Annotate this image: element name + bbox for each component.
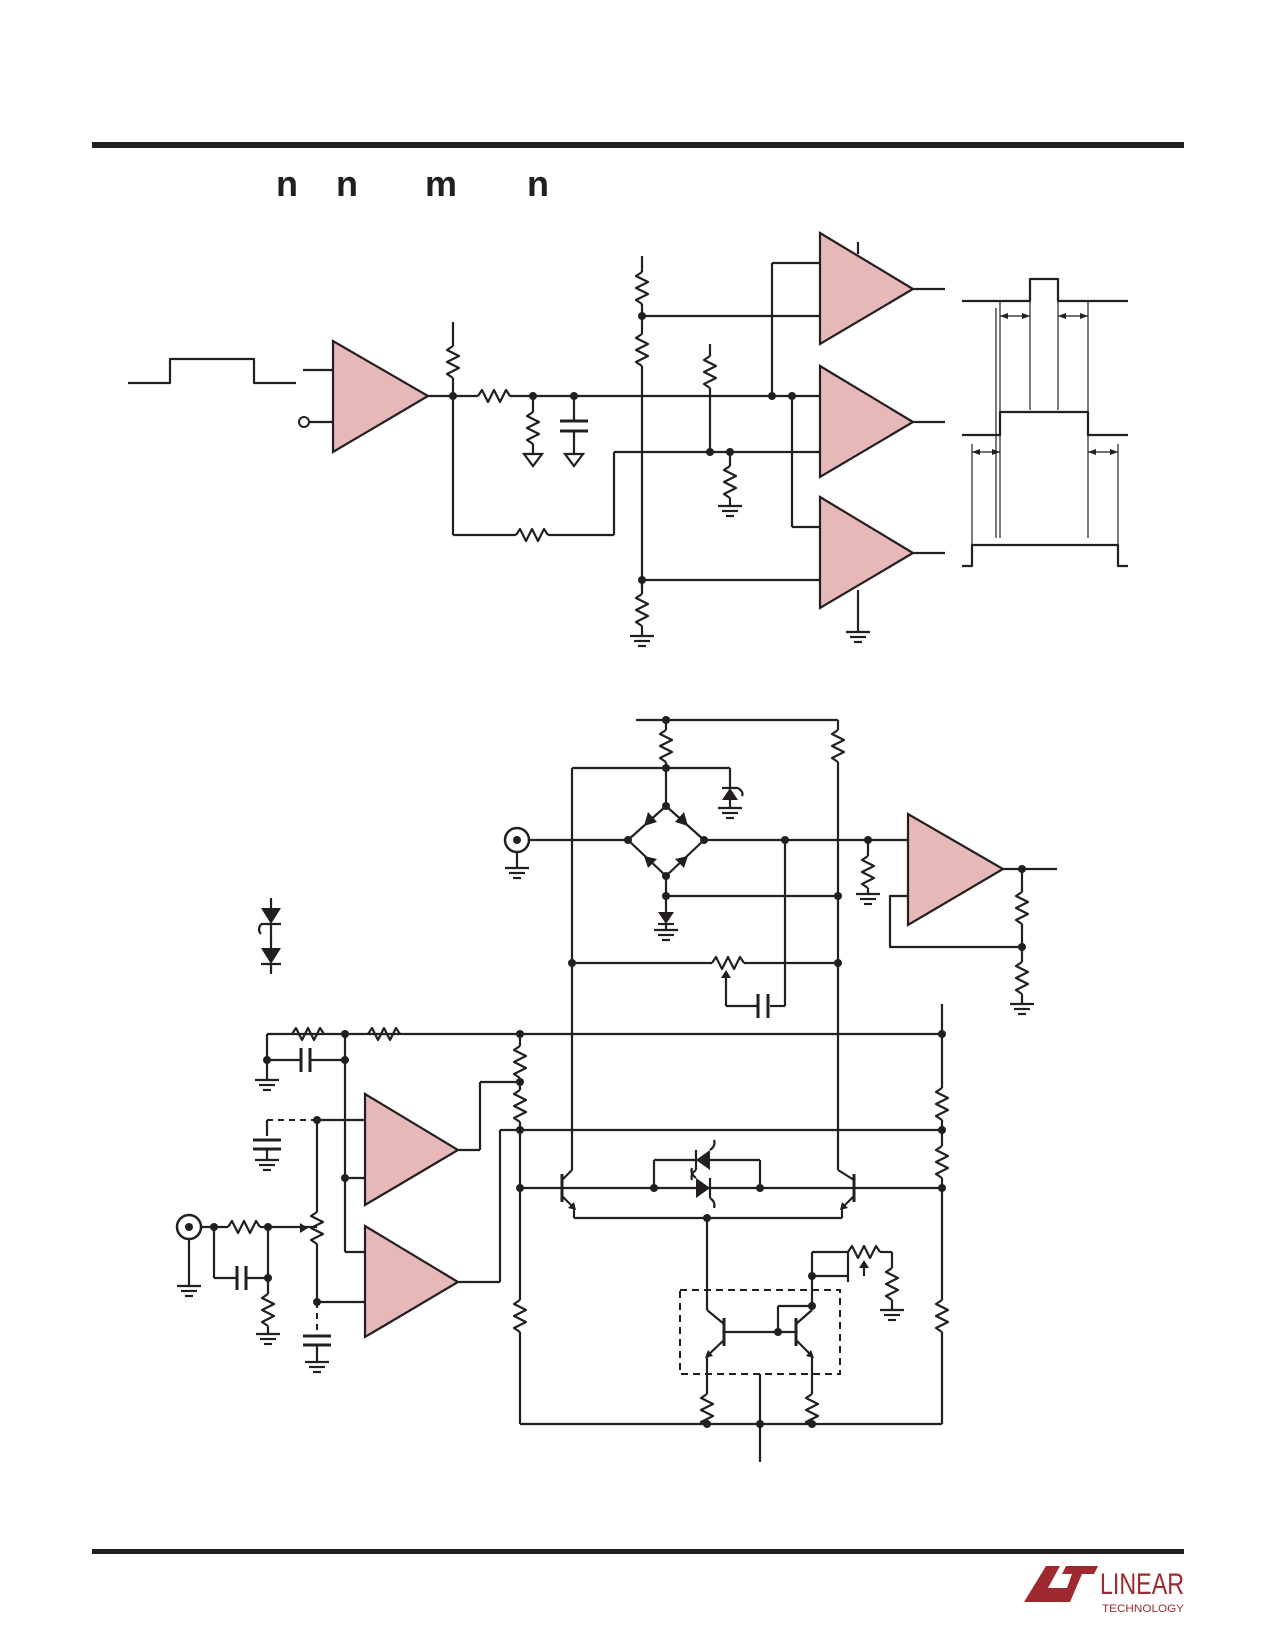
current-set-resistor [884, 1267, 900, 1301]
diode-bridge [626, 805, 706, 878]
amp1-input-terminal [298, 416, 310, 428]
logo-wordmark-primary: LINEAR [1100, 1568, 1184, 1601]
input-series-resistor [291, 1026, 325, 1042]
comparator-bottom [818, 495, 916, 610]
divider-resistor-1 [512, 1045, 528, 1079]
divider-resistor-3 [512, 1299, 528, 1333]
logo-mark [1024, 1566, 1068, 1602]
gain-resistor-bottom [1014, 961, 1030, 995]
rail-series-resistor [367, 1026, 401, 1042]
output-waveform-middle [962, 410, 1128, 437]
output-waveform-top [962, 277, 1128, 303]
gain-resistor-top [1014, 891, 1030, 925]
input-pulse-waveform [128, 357, 296, 385]
bottom-circuit [175, 716, 1057, 1462]
ground-symbol [562, 452, 586, 468]
comparator-middle [818, 364, 916, 479]
footer-rule [92, 1549, 1184, 1554]
bridge-balance-potentiometer [711, 955, 745, 971]
sample-amplifier-lower [363, 1224, 461, 1339]
header-rule [92, 142, 1184, 148]
offset-potentiometer [309, 1211, 325, 1245]
header-glyph-3: m [425, 163, 457, 204]
legend-diode [261, 948, 281, 964]
output-waveform-bottom [962, 543, 1128, 568]
ground-symbol [521, 452, 545, 468]
attenuator-shunt-resistor [260, 1293, 276, 1327]
timing-markers [971, 300, 1119, 546]
divider-resistor-right-1 [934, 1087, 950, 1121]
bridge-bias-resistor-top [658, 729, 674, 763]
divider-resistor-right-2 [934, 1145, 950, 1179]
output-load-resistor [860, 855, 876, 889]
sample-amplifier-upper [363, 1092, 461, 1207]
feedback-resistor [515, 527, 549, 543]
attenuator-resistor [227, 1219, 261, 1235]
threshold-resistor-bottom [722, 465, 738, 499]
ladder-resistor-bottom [634, 593, 650, 627]
current-set-potentiometer [847, 1244, 881, 1260]
shunt-resistor [525, 411, 541, 445]
threshold-resistor-top [702, 355, 718, 389]
divider-resistor-right-3 [934, 1299, 950, 1333]
comparator-top [818, 231, 916, 346]
pullup-resistor [445, 345, 461, 379]
ladder-resistor-top [634, 271, 650, 305]
logo-wordmark-secondary: TECHNOLOGY [1102, 1603, 1185, 1615]
clamp-diode-lower [696, 1178, 710, 1198]
legend-schottky-diode [261, 908, 281, 924]
divider-resistor-2 [512, 1089, 528, 1123]
ladder-resistor-2 [634, 333, 650, 367]
header-glyph-1: n [276, 163, 298, 204]
header-glyph-row: n n m n [276, 163, 549, 204]
emitter-resistor-left [699, 1393, 715, 1427]
header-glyph-2: n [336, 163, 358, 204]
top-circuit [128, 231, 1128, 648]
output-buffer-amplifier [906, 812, 1006, 927]
series-resistor [477, 388, 511, 404]
clamp-diode-upper [696, 1150, 710, 1170]
linear-technology-logo: LINEAR TECHNOLOGY [1024, 1566, 1185, 1615]
header-glyph-4: n [527, 163, 549, 204]
input-amplifier [331, 339, 431, 454]
emitter-resistor-right [804, 1393, 820, 1427]
bridge-bias-resistor-right [830, 729, 846, 763]
